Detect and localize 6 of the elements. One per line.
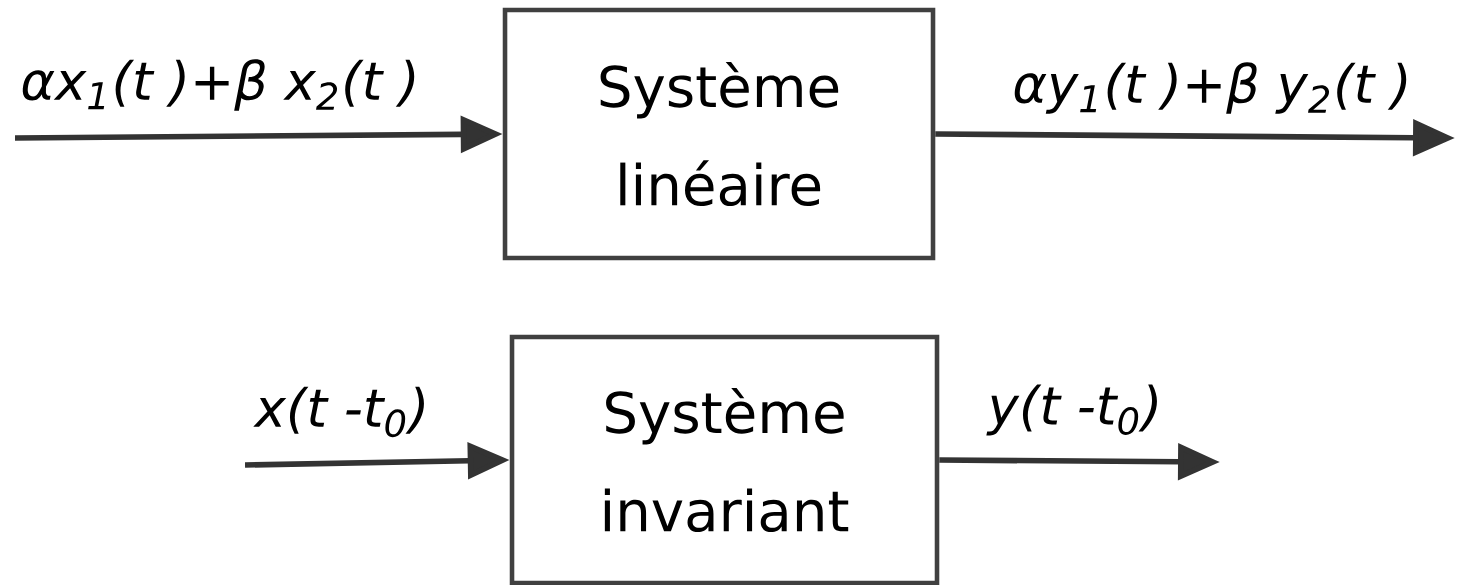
edge-label: x(t -t$_{0}$) xyxy=(251,383,433,441)
edge-label: αx$_{1}$(t )+β x$_{2}$(t ) xyxy=(16,55,424,115)
edge-label: y(t -t$_{0}$) xyxy=(984,381,1166,439)
process-box: Système linéaire xyxy=(502,7,936,261)
process-box: Système invariant xyxy=(509,334,940,585)
edge-label: αy$_{1}$(t )+β y$_{2}$(t ) xyxy=(1008,58,1416,118)
